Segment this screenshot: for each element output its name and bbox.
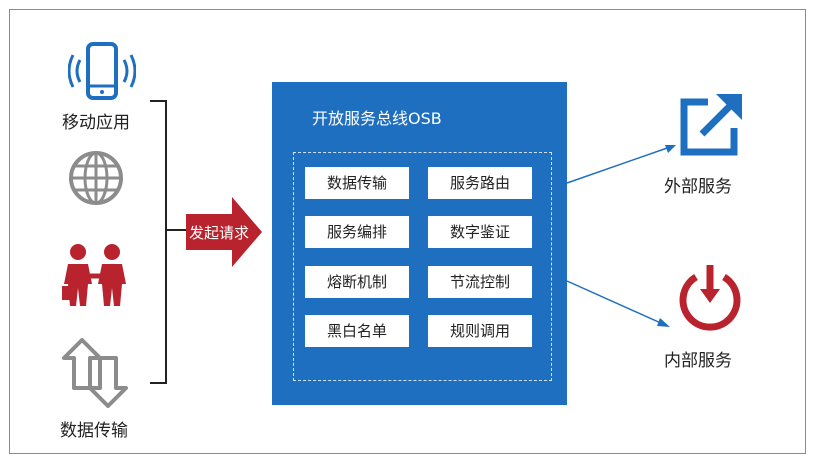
feature-digital-auth: 数字鉴证 xyxy=(428,216,532,248)
feature-circuit-breaker: 熔断机制 xyxy=(305,266,409,298)
feature-black-white-list: 黑白名单 xyxy=(305,315,409,347)
diagram-frame xyxy=(9,9,806,454)
output-label-external: 外部服务 xyxy=(664,177,732,197)
client-bracket xyxy=(150,100,186,384)
updown-arrows-icon xyxy=(62,338,128,408)
feature-service-routing: 服务路由 xyxy=(428,167,532,199)
arrow-to-internal xyxy=(566,280,664,325)
arrow-to-external xyxy=(566,146,671,184)
osb-bus-title: 开放服务总线OSB xyxy=(312,109,442,128)
feature-data-transfer: 数据传输 xyxy=(305,167,409,199)
globe-icon xyxy=(69,151,123,205)
external-link-icon xyxy=(680,94,742,156)
client-label-mobile: 移动应用 xyxy=(62,113,130,133)
request-label: 发起请求 xyxy=(189,224,250,242)
feature-rule-invocation: 规则调用 xyxy=(428,315,532,347)
request-arrow xyxy=(186,197,262,267)
output-label-internal: 内部服务 xyxy=(664,351,732,371)
mobile-phone-icon xyxy=(68,42,136,100)
feature-service-orchestration: 服务编排 xyxy=(305,216,409,248)
client-label-data: 数据传输 xyxy=(60,421,128,441)
power-icon xyxy=(679,265,741,331)
people-icon xyxy=(62,244,126,306)
feature-throttle-control: 节流控制 xyxy=(428,266,532,298)
feature-group xyxy=(293,152,552,381)
